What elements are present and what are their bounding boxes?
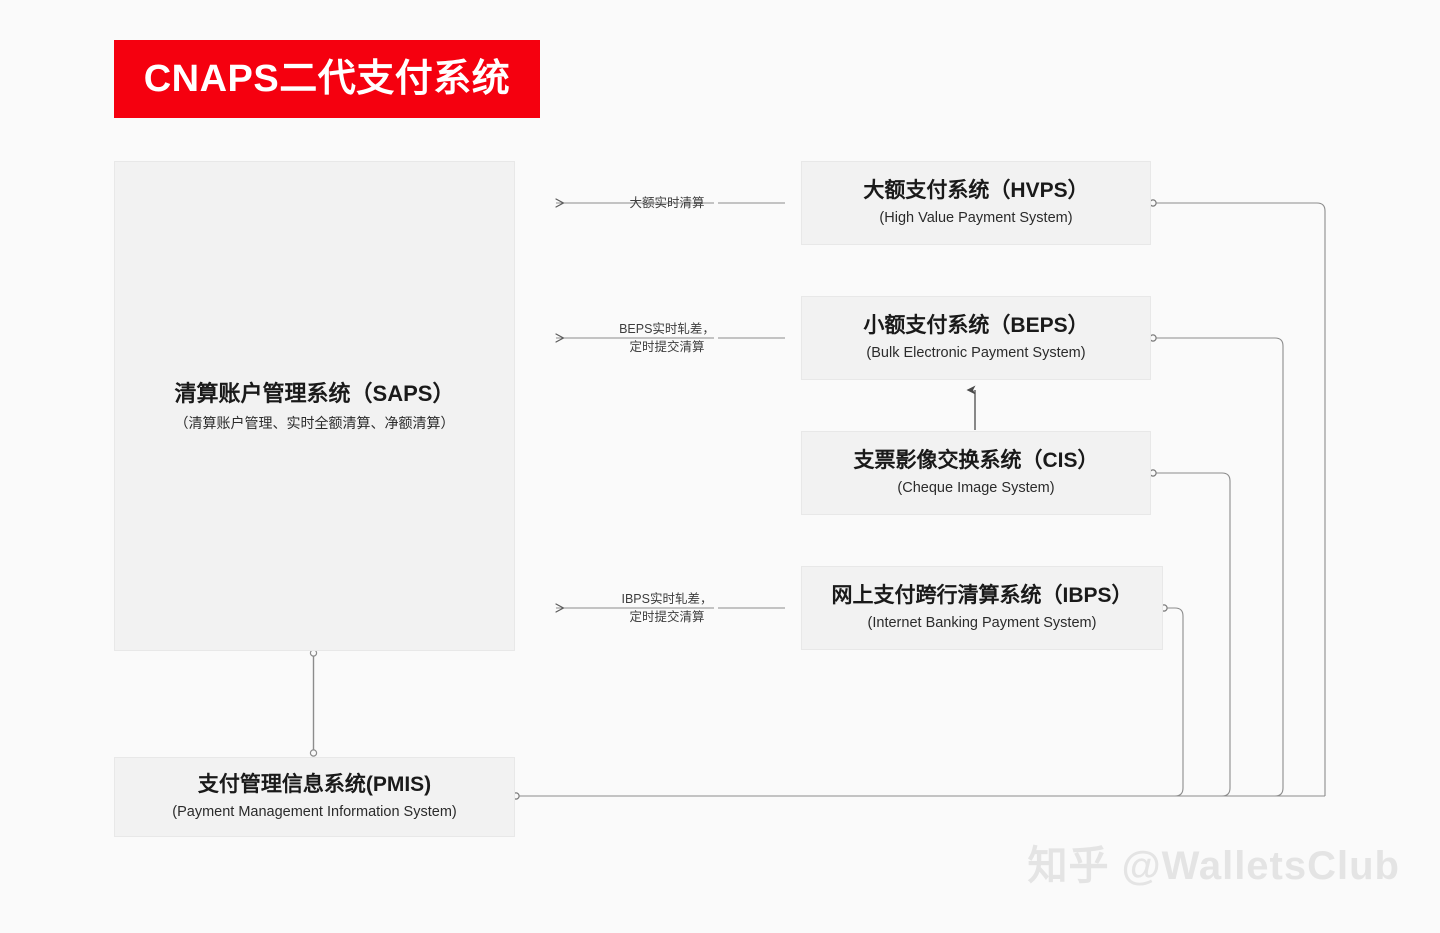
edge-ibps-to-pmis bbox=[1160, 604, 1184, 797]
edge-label-hvps-to-saps: 大额实时清算 bbox=[629, 194, 704, 212]
node-beps-subtitle: (Bulk Electronic Payment System) bbox=[866, 344, 1086, 361]
edge-label-ibps-to-saps: IBPS实时轧差， 定时提交清算 bbox=[622, 590, 713, 626]
node-saps[interactable]: 清算账户管理系统（SAPS） （清算账户管理、实时全额清算、净额清算） bbox=[114, 161, 515, 651]
node-cis-title: 支票影像交换系统（CIS） bbox=[853, 449, 1099, 473]
node-ibps[interactable]: 网上支付跨行清算系统（IBPS） (Internet Banking Payme… bbox=[801, 566, 1163, 650]
edge-label-beps-line1: BEPS实时轧差， bbox=[619, 321, 715, 336]
node-ibps-subtitle: (Internet Banking Payment System) bbox=[867, 614, 1097, 631]
node-hvps[interactable]: 大额支付系统（HVPS） (High Value Payment System) bbox=[801, 161, 1151, 245]
node-ibps-title: 网上支付跨行清算系统（IBPS） bbox=[831, 584, 1133, 608]
edge-label-hvps-line1: 大额实时清算 bbox=[629, 195, 705, 210]
node-cis[interactable]: 支票影像交换系统（CIS） (Cheque Image System) bbox=[801, 431, 1151, 515]
node-beps[interactable]: 小额支付系统（BEPS） (Bulk Electronic Payment Sy… bbox=[801, 296, 1151, 380]
edge-label-beps-to-saps: BEPS实时轧差， 定时提交清算 bbox=[619, 320, 715, 356]
edge-hvps-to-pmis bbox=[1149, 199, 1326, 796]
node-cis-subtitle: (Cheque Image System) bbox=[897, 479, 1055, 496]
edge-beps-to-pmis bbox=[1149, 334, 1284, 797]
edge-label-beps-line2: 定时提交清算 bbox=[629, 340, 705, 354]
watermark: 知乎 @WalletsClub bbox=[1027, 844, 1400, 888]
edge-pmis-bus bbox=[512, 792, 1325, 800]
page-title: CNAPS二代支付系统 bbox=[143, 58, 511, 100]
node-hvps-subtitle: (High Value Payment System) bbox=[879, 209, 1073, 226]
node-saps-title: 清算账户管理系统（SAPS） bbox=[174, 381, 455, 407]
edge-saps-to-pmis bbox=[309, 649, 318, 757]
node-hvps-title: 大额支付系统（HVPS） bbox=[863, 179, 1089, 203]
node-saps-subtitle: （清算账户管理、实时全额清算、净额清算） bbox=[174, 414, 455, 431]
edge-label-ibps-line1: IBPS实时轧差， bbox=[621, 591, 713, 606]
title-banner: CNAPS二代支付系统 bbox=[114, 40, 540, 118]
node-pmis[interactable]: 支付管理信息系统(PMIS) (Payment Management Infor… bbox=[114, 757, 515, 837]
edge-label-ibps-line2: 定时提交清算 bbox=[629, 610, 705, 624]
node-beps-title: 小额支付系统（BEPS） bbox=[863, 314, 1089, 338]
node-pmis-title: 支付管理信息系统(PMIS) bbox=[197, 773, 432, 797]
node-pmis-subtitle: (Payment Management Information System) bbox=[172, 803, 457, 820]
